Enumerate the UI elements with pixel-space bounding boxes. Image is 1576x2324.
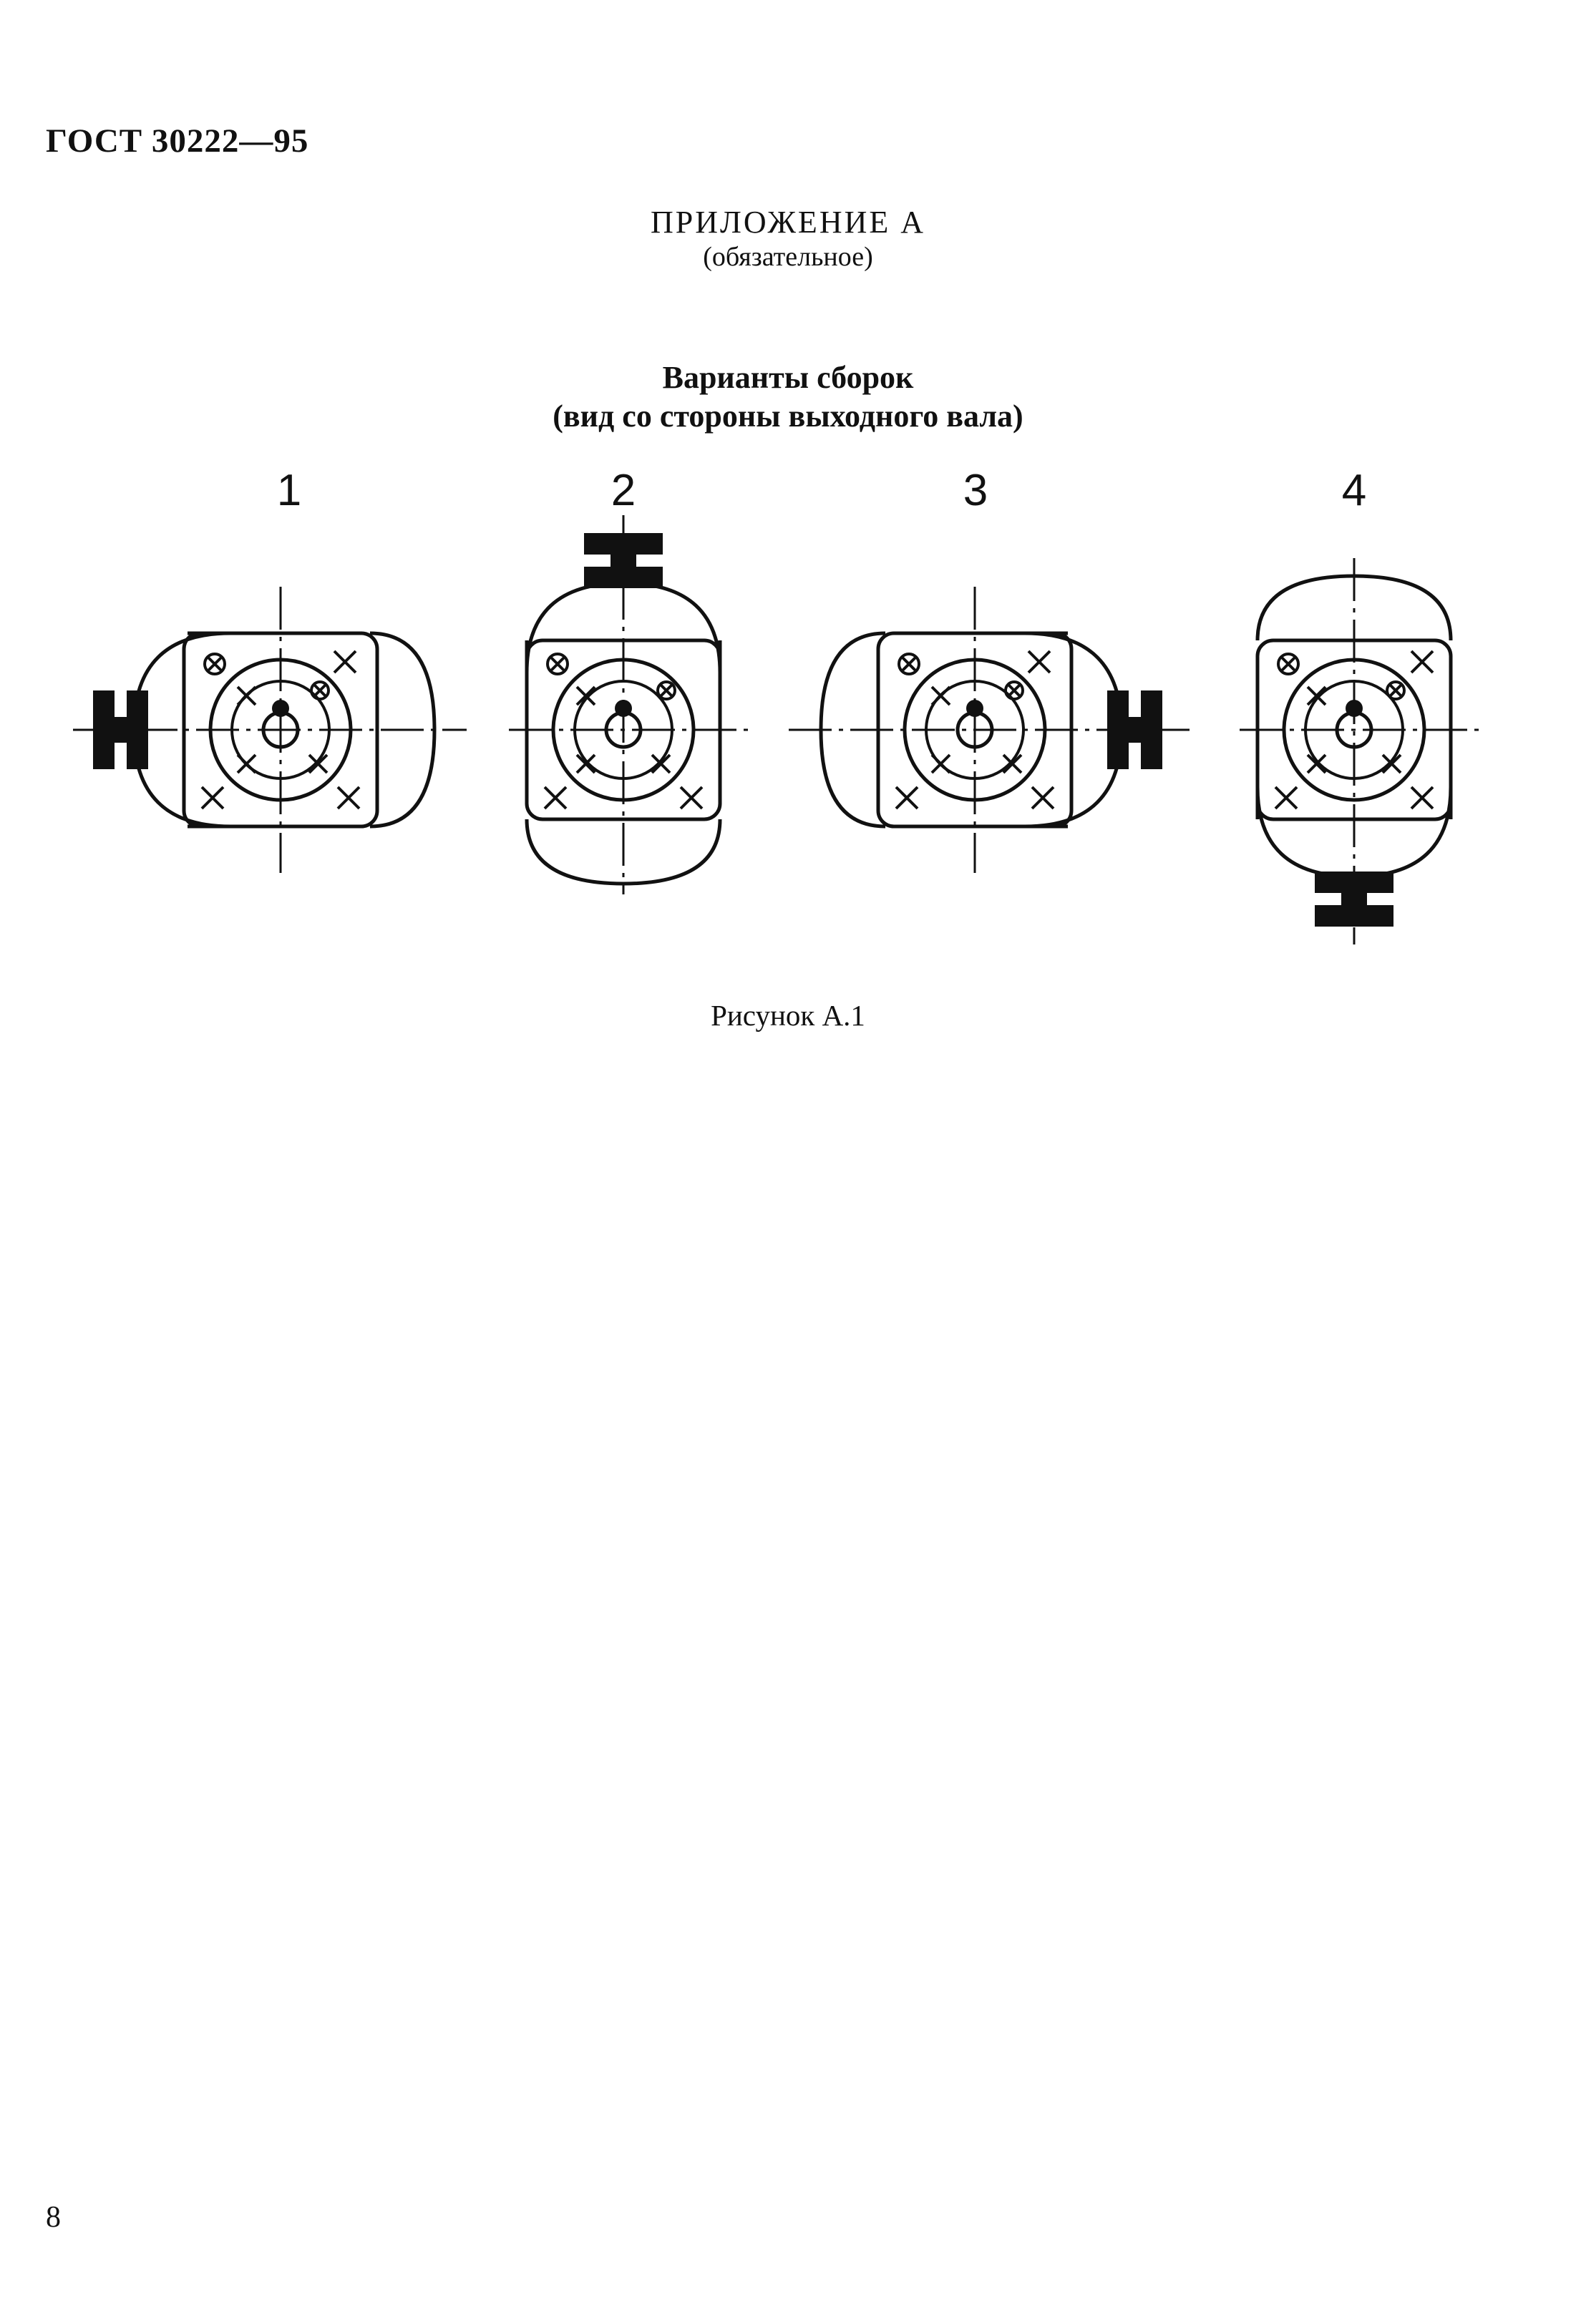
vent-plug-icon bbox=[898, 653, 920, 675]
vent-plug-icon bbox=[546, 653, 569, 675]
vent-plug-icon bbox=[1277, 653, 1300, 675]
mounting-foot bbox=[1107, 690, 1162, 769]
vent-plug-icon bbox=[1386, 680, 1406, 700]
appendix-title: ПРИЛОЖЕНИЕ А bbox=[650, 205, 926, 240]
variant-number-1: 1 bbox=[276, 466, 302, 515]
appendix-note: (обязательное) bbox=[703, 242, 873, 272]
mounting-foot bbox=[93, 690, 148, 769]
vent-plug-icon bbox=[1004, 680, 1024, 700]
assembly-variant-3 bbox=[789, 587, 1190, 873]
vent-plug-icon bbox=[310, 680, 330, 700]
variant-number-2: 2 bbox=[611, 466, 636, 515]
vent-plug-icon bbox=[656, 680, 676, 700]
bolt-cross-marks bbox=[895, 650, 1055, 810]
mounting-foot bbox=[584, 533, 663, 588]
assembly-variant-2 bbox=[509, 515, 752, 894]
variant-number-3: 3 bbox=[963, 466, 988, 515]
mounting-foot bbox=[1315, 872, 1393, 927]
figure-title: Варианты сборок bbox=[662, 360, 914, 395]
assembly-variant-4 bbox=[1240, 558, 1483, 944]
figure-caption: Рисунок А.1 bbox=[711, 999, 865, 1032]
bolt-cross-marks bbox=[1274, 650, 1434, 810]
document-code: ГОСТ 30222—95 bbox=[46, 122, 309, 160]
variant-number-4: 4 bbox=[1341, 466, 1367, 515]
assembly-variants-figure bbox=[73, 515, 1483, 944]
bolt-cross-marks bbox=[543, 685, 704, 810]
bolt-cross-marks bbox=[200, 650, 361, 810]
figure-subtitle: (вид со стороны выходного вала) bbox=[553, 399, 1023, 434]
vent-plug-icon bbox=[203, 653, 226, 675]
page-number: 8 bbox=[46, 2201, 61, 2234]
assembly-variant-1 bbox=[73, 587, 467, 873]
